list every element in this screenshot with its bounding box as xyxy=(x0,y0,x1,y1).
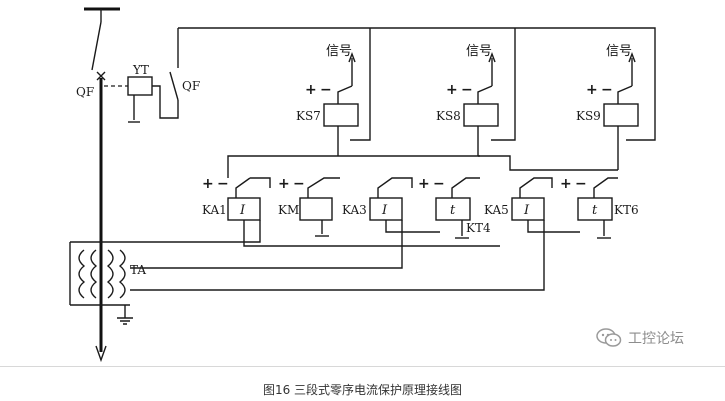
ks9-contact xyxy=(617,58,633,104)
ks7-minus: − xyxy=(320,82,332,98)
wiring-diagram: QF YT QF TA 信号 信号 信号 KS7 KS8 KS9 KA1 KM … xyxy=(69,7,656,363)
ta-winding-b xyxy=(90,249,98,299)
ka5-contact xyxy=(519,177,553,198)
ka3-circuit xyxy=(385,220,440,233)
ks8-label: KS8 xyxy=(436,109,461,123)
signal-label-ks8: 信号 xyxy=(466,44,492,59)
qf-left-label: QF xyxy=(76,85,94,99)
watermark-text: 工控论坛 xyxy=(628,331,684,347)
figure-caption: 图16 三段式零序电流保护原理接线图 xyxy=(262,383,463,397)
figure-divider xyxy=(0,366,725,367)
ta-ground-icon xyxy=(117,317,133,325)
ka3-symbol: I xyxy=(381,203,388,218)
ks8-minus: − xyxy=(461,82,473,98)
km-label: KM xyxy=(278,203,299,217)
kt6-plus: + xyxy=(560,176,572,192)
ka1-circuit xyxy=(243,220,500,247)
ka3-label: KA3 xyxy=(342,203,367,217)
kt6-label: KT6 xyxy=(614,203,639,217)
link-bus-ks8-ks9 xyxy=(478,155,618,171)
ta-return-ka1 xyxy=(130,220,261,243)
kt4-minus: − xyxy=(433,176,445,192)
ka5-circuit xyxy=(527,220,580,233)
qf-aux-contact xyxy=(169,71,179,101)
ta-return-ka3 xyxy=(130,220,403,269)
kt6-minus: − xyxy=(575,176,587,192)
ka1-symbol: I xyxy=(239,203,246,218)
signal-label-ks7: 信号 xyxy=(326,44,352,59)
kt4-timer xyxy=(435,197,471,221)
km-minus: − xyxy=(293,176,305,192)
ta-winding-a xyxy=(78,249,86,299)
ks8-contact xyxy=(477,58,493,104)
ka5-symbol: I xyxy=(523,203,530,218)
kt4-symbol: t xyxy=(450,203,456,218)
ka3-contact xyxy=(377,177,413,198)
ks7-signal-arrow-icon xyxy=(348,52,356,63)
km-relay xyxy=(299,197,333,221)
qf-right-label: QF xyxy=(182,79,200,93)
ka1-label: KA1 xyxy=(202,203,227,217)
ks9-signal-arrow-icon xyxy=(628,52,636,63)
ks9-minus: − xyxy=(601,82,613,98)
ks9-plus: + xyxy=(586,82,598,98)
kt6-timer xyxy=(577,197,613,221)
ks7-contact xyxy=(337,58,353,104)
ks9-relay xyxy=(603,103,639,127)
ta-winding-c xyxy=(106,249,114,299)
yt-qf-link xyxy=(152,85,179,119)
link-bus-ks7-ks8 xyxy=(227,155,480,178)
watermark: 工控论坛 xyxy=(596,326,684,350)
kt4-contact xyxy=(451,177,480,198)
trip-drop-ks8 xyxy=(491,28,516,141)
trip-bus xyxy=(178,27,656,141)
ka1-minus: − xyxy=(217,176,229,192)
feeder-arrow-icon xyxy=(95,345,107,363)
ta-label: TA xyxy=(130,263,146,277)
ks7-label: KS7 xyxy=(296,109,321,123)
trip-drop-ks7 xyxy=(350,28,371,141)
wechat-icon xyxy=(596,328,622,347)
yt-label: YT xyxy=(132,63,149,77)
kt4-plus: + xyxy=(418,176,430,192)
ta-winding-d xyxy=(118,249,126,299)
ks8-plus: + xyxy=(446,82,458,98)
ks7-relay xyxy=(323,103,359,127)
ta-return-ka5 xyxy=(130,220,545,291)
km-plus: + xyxy=(278,176,290,192)
ka5-label: KA5 xyxy=(484,203,509,217)
ks7-plus: + xyxy=(305,82,317,98)
km-contact xyxy=(307,177,340,198)
ka1-contact xyxy=(235,177,271,198)
kt6-symbol: t xyxy=(592,203,598,218)
kt6-contact xyxy=(593,177,618,198)
breaker-contact xyxy=(91,21,102,71)
ks9-label: KS9 xyxy=(576,109,601,123)
ks8-signal-arrow-icon xyxy=(488,52,496,63)
yt-coil xyxy=(127,76,153,96)
signal-label-ks9: 信号 xyxy=(606,44,632,59)
ka1-plus: + xyxy=(202,176,214,192)
ks8-relay xyxy=(463,103,499,127)
kt4-label: KT4 xyxy=(466,221,491,235)
breaker-cross xyxy=(96,71,106,81)
